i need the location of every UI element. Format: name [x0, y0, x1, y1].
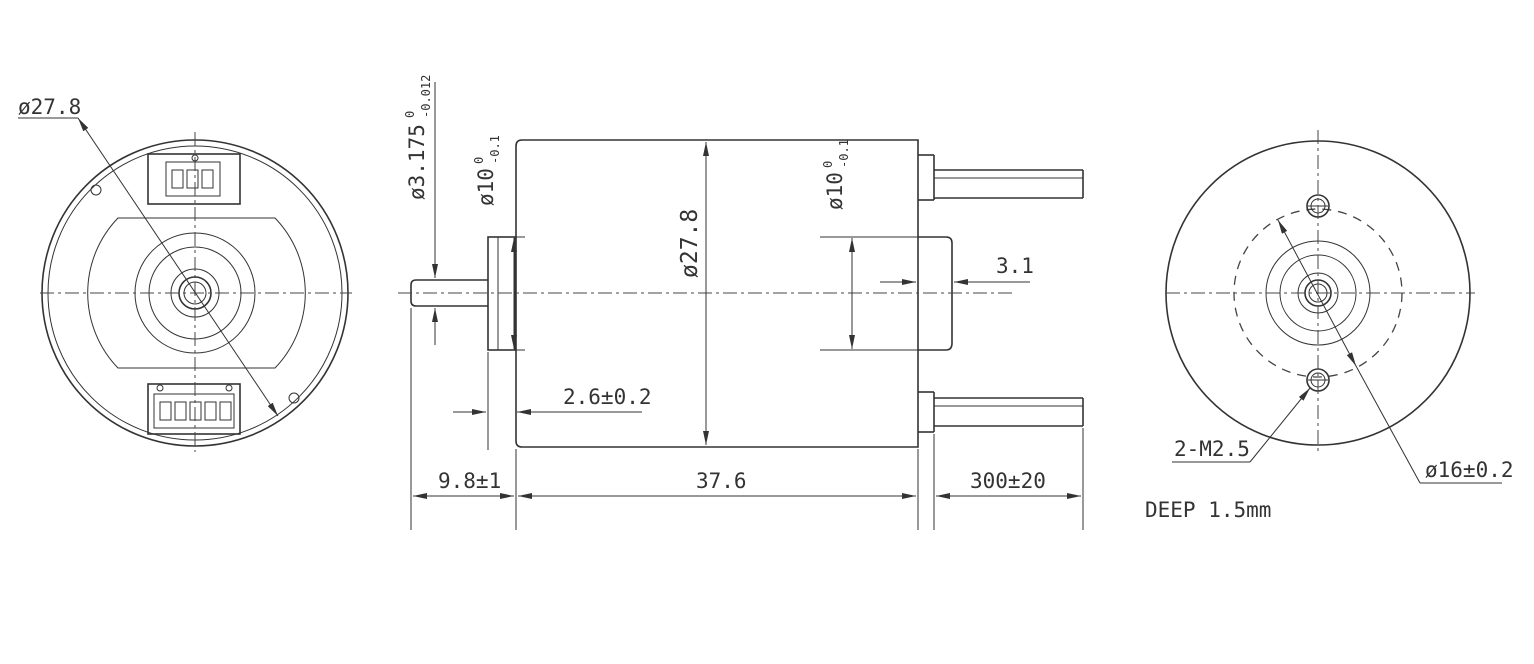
svg-text:0: 0 — [403, 111, 417, 118]
svg-text:0: 0 — [472, 157, 486, 164]
front-diameter-label: ø27.8 — [18, 95, 81, 119]
dim-shaft-diameter: ø3.175 0 -0.012 — [403, 75, 433, 200]
rear-thread-leader — [1249, 387, 1311, 463]
front-connector-top — [147, 153, 241, 205]
front-connector-bottom — [147, 383, 241, 435]
side-view: ø3.175 0 -0.012 ø10 0 -0.1 ø27.8 ø10 0 -… — [398, 75, 1084, 530]
dim-rear-protrusion: 3.1 — [996, 254, 1034, 278]
svg-text:ø10: ø10 — [474, 168, 498, 206]
front-rim-hole — [288, 392, 300, 404]
dim-shaft-length: 9.8±1 — [438, 469, 501, 493]
side-lead-wires — [934, 169, 1084, 427]
rear-pcd-leader — [1355, 365, 1421, 484]
dim-lead-length: 300±20 — [970, 469, 1046, 493]
svg-text:-0.012: -0.012 — [419, 75, 433, 118]
dim-body-length: 37.6 — [696, 469, 747, 493]
dim-boss-length: 2.6±0.2 — [563, 385, 652, 409]
dim-body-diameter: ø27.8 — [677, 209, 703, 278]
rear-thread-label: 2-M2.5 — [1174, 437, 1250, 461]
svg-text:ø10: ø10 — [823, 172, 847, 210]
rear-pcd-line — [1277, 219, 1357, 367]
dim-rear-boss-diameter: ø10 0 -0.1 — [821, 139, 851, 210]
side-body — [515, 139, 919, 448]
front-diameter-line — [77, 117, 279, 417]
dim-front-boss-diameter: ø10 0 -0.1 — [472, 135, 502, 206]
svg-text:-0.1: -0.1 — [488, 135, 502, 164]
front-view: ø27.8 — [18, 95, 352, 452]
svg-text:ø3.175: ø3.175 — [405, 124, 429, 200]
svg-text:0: 0 — [821, 161, 835, 168]
rear-pcd-label: ø16±0.2 — [1425, 458, 1514, 482]
front-rim-hole — [90, 184, 102, 196]
rear-deep-note: DEEP 1.5mm — [1145, 498, 1271, 522]
rear-view: ø16±0.2 2-M2.5 DEEP 1.5mm — [1145, 130, 1514, 522]
svg-text:-0.1: -0.1 — [837, 139, 851, 168]
